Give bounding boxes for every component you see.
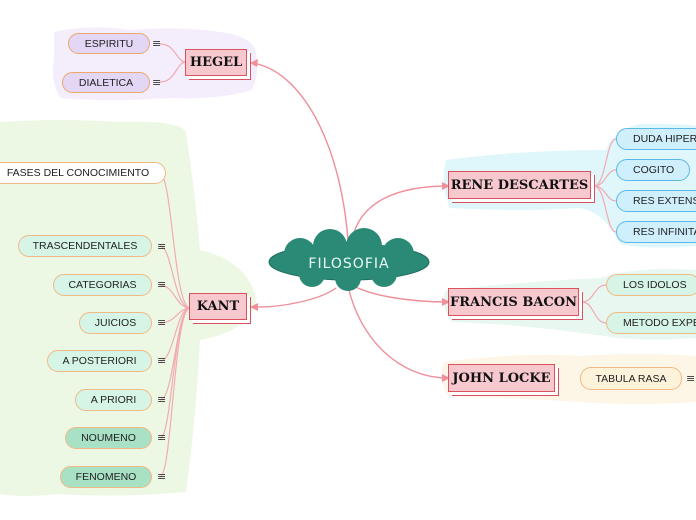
arrow-hegel — [250, 59, 258, 67]
subtopic-a-posteriori[interactable]: A POSTERIORI — [47, 350, 152, 372]
central-topic-label[interactable]: FILOSOFIA — [308, 256, 390, 272]
subtopic-categorias[interactable]: CATEGORIAS — [53, 274, 152, 296]
descartes-branch — [593, 138, 617, 233]
subtopic-noumeno[interactable]: NOUMENO — [65, 427, 152, 449]
connector-kant — [251, 287, 337, 308]
topic-john-locke[interactable]: JOHN LOCKE — [448, 364, 555, 392]
subtopic-cogito[interactable]: COGITO — [616, 159, 690, 181]
kant-zone — [0, 120, 256, 496]
subtopic-juicios[interactable]: JUICIOS — [79, 312, 152, 334]
note-icon[interactable]: ≡ — [152, 37, 162, 50]
note-icon[interactable]: ≡ — [157, 316, 167, 329]
topic-kant[interactable]: KANT — [189, 293, 247, 320]
subtopic-metodo-experimental[interactable]: METODO EXPERIMENTAL — [606, 312, 696, 334]
connector-locke — [347, 285, 449, 379]
note-icon[interactable]: ≡ — [152, 76, 162, 89]
arrow-kant — [250, 303, 258, 311]
note-icon[interactable]: ≡ — [157, 470, 167, 483]
hegel-branch — [159, 43, 187, 83]
arrow-descartes — [442, 182, 450, 190]
subtopic-fases-del-conocimiento[interactable]: FASES DEL CONOCIMIENTO — [0, 162, 166, 184]
subtopic-trascendentales[interactable]: TRASCENDENTALES — [18, 235, 152, 257]
topic-rene-descartes[interactable]: RENE DESCARTES — [448, 171, 591, 199]
connector-hegel — [251, 62, 349, 241]
subtopic-res-infinita[interactable]: RES INFINITA — [616, 221, 696, 243]
subtopic-tabula-rasa[interactable]: TABULA RASA — [580, 367, 682, 390]
subtopic-res-extensa[interactable]: RES EXTENSA — [616, 190, 696, 212]
note-icon[interactable]: ≡ — [157, 278, 167, 291]
topic-hegel[interactable]: HEGEL — [185, 49, 247, 76]
subtopic-a-priori[interactable]: A PRIORI — [75, 389, 152, 411]
subtopic-dialetica[interactable]: DIALETICA — [62, 72, 150, 93]
bacon-branch — [581, 284, 607, 324]
note-icon[interactable]: ≡ — [686, 372, 696, 385]
topic-francis-bacon[interactable]: FRANCIS BACON — [448, 288, 579, 316]
note-icon[interactable]: ≡ — [157, 354, 167, 367]
central-cloud[interactable] — [268, 228, 430, 291]
note-icon[interactable]: ≡ — [157, 240, 167, 253]
subtopic-espiritu[interactable]: ESPIRITU — [68, 33, 150, 54]
subtopic-duda-hiperbolica[interactable]: DUDA HIPERBOLICA — [616, 128, 696, 150]
arrow-locke — [442, 374, 450, 382]
arrow-bacon — [442, 298, 450, 306]
subtopic-los-idolos[interactable]: LOS IDOLOS — [606, 274, 696, 296]
kant-branch — [159, 173, 191, 478]
note-icon[interactable]: ≡ — [157, 431, 167, 444]
subtopic-fenomeno[interactable]: FENOMENO — [60, 466, 152, 488]
note-icon[interactable]: ≡ — [157, 393, 167, 406]
connector-bacon — [349, 283, 449, 303]
connector-descartes — [351, 185, 449, 241]
